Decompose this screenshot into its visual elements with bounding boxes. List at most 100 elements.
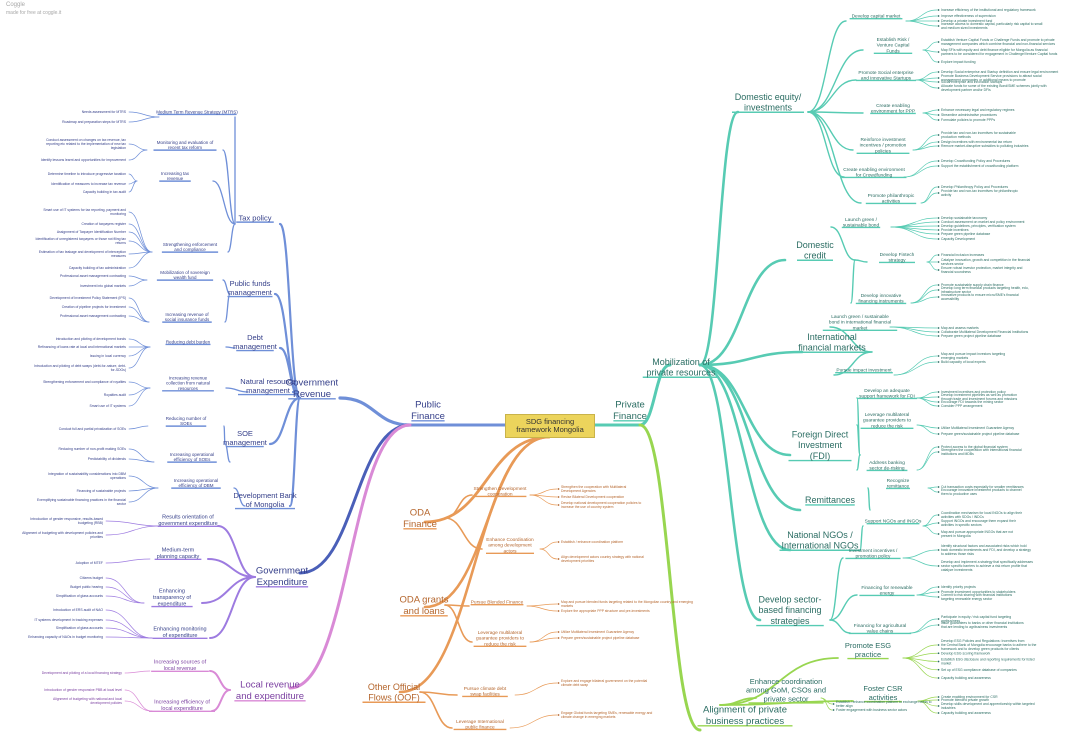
leaf-bullet [937,233,940,235]
private-sub-promo[interactable]: Investment incentives /promotion policy [849,548,898,560]
leaf-connector [128,387,151,407]
leaf-connector [128,240,153,253]
leaf-bullet [937,238,940,240]
private-leaf: Investment incentives and protection pol… [941,390,1006,394]
private-leaf: Prepare green project pipeline database [941,334,1001,338]
leaf-connector [128,149,148,161]
leaf-connector [105,525,161,536]
branch-connector [224,293,231,323]
leaf-bullet [832,703,835,705]
leaf-bullet [937,355,940,357]
branch-connector [211,689,231,712]
branch-connector [833,351,873,376]
expenditure-leaf: Citizens budget [80,576,103,580]
branch-connector [807,111,862,204]
private-sub-impact[interactable]: Pursue impact investment [836,368,892,374]
leaf-bullet [937,254,940,256]
leaf-connector [514,682,558,696]
revenue-sub-reduce[interactable]: Reducing debt burden [166,340,211,345]
revenue-leaf: Reducing number of non-profit making SOE… [59,447,127,451]
branch-connector [288,396,302,508]
leaf-bullet [937,71,940,73]
leaf-connector [128,231,153,253]
oda-leaf: Prepare green/sustainable project pipeli… [561,636,640,640]
leaf-bullet [937,668,940,671]
leaf-connector [539,541,558,550]
revenue-sub-mtrs[interactable]: Medium Term Revenue Strategy (MTRS) [156,110,238,115]
leaf-connector [922,525,938,535]
oda-leaf: Revise Bilateral Development cooperation [561,495,624,499]
oda-node-blended[interactable]: Pursue Blended Finance [471,600,524,606]
branch-connector [807,111,864,114]
private-sub-ngosub[interactable]: Support NGOs and INGOs [865,519,922,525]
branch-connector [698,363,762,622]
revenue-node-tax[interactable]: Tax policy [239,214,272,223]
central-topic[interactable]: SDG financing framework Mongolia [505,414,595,438]
private-group-remit[interactable]: Remittances [805,495,856,505]
private-sub-capmkt[interactable]: Develop capital market [852,14,901,20]
private-group-equity[interactable]: Domestic equity/investments [735,92,802,113]
private-leaf: Catalyze innovation, growth and competit… [941,258,1030,266]
private-sub-green[interactable]: Launch green /sustainable bond [843,217,880,229]
private-group-ngos[interactable]: National NGOs /International NGOs [781,530,859,551]
